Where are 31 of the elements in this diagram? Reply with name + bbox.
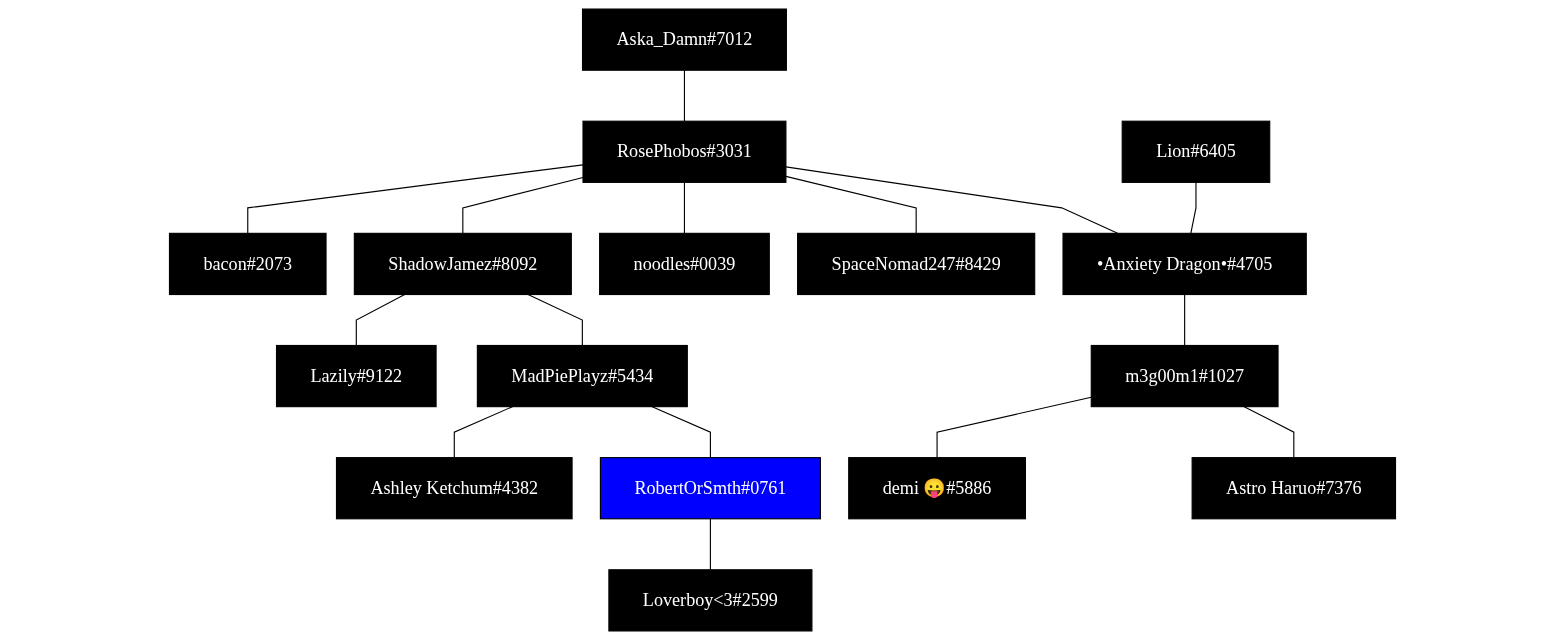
node-box: Lazily#9122 [275, 344, 437, 408]
node-box: MadPiePlayz#5434 [476, 344, 688, 408]
node-box: noodles#0039 [599, 232, 770, 296]
node-box: m3g00m1#1027 [1090, 344, 1279, 408]
node-box: Loverboy<3#2599 [608, 569, 813, 632]
connector [785, 166, 1119, 234]
node-box: RosePhobos#3031 [582, 120, 787, 183]
connector [1184, 293, 1186, 347]
node-box: RobertOrSmth#0761 [599, 457, 821, 520]
connector [709, 518, 711, 571]
connector [1190, 181, 1197, 234]
node-box: Aska_Damn#7012 [581, 8, 787, 71]
node-box: SpaceNomad247#8429 [797, 232, 1036, 296]
node-box: Astro Haruo#7376 [1191, 457, 1397, 520]
connector [785, 175, 917, 234]
connector [683, 69, 686, 122]
node-box: demi 😛#5886 [848, 457, 1026, 520]
connector [936, 396, 1092, 459]
node-box: •Anxiety Dragon•#4705 [1062, 232, 1307, 296]
node-box: Ashley Ketchum#4382 [335, 457, 573, 520]
connector [355, 293, 406, 347]
node-box: bacon#2073 [168, 232, 327, 296]
connector [462, 176, 584, 234]
connector [1243, 406, 1295, 459]
node-box: ShadowJamez#8092 [353, 232, 572, 296]
node-box: Lion#6405 [1121, 120, 1271, 183]
connector [453, 406, 514, 459]
connector [651, 406, 711, 459]
connector [527, 293, 583, 347]
connector [247, 164, 584, 234]
connector [683, 181, 686, 234]
